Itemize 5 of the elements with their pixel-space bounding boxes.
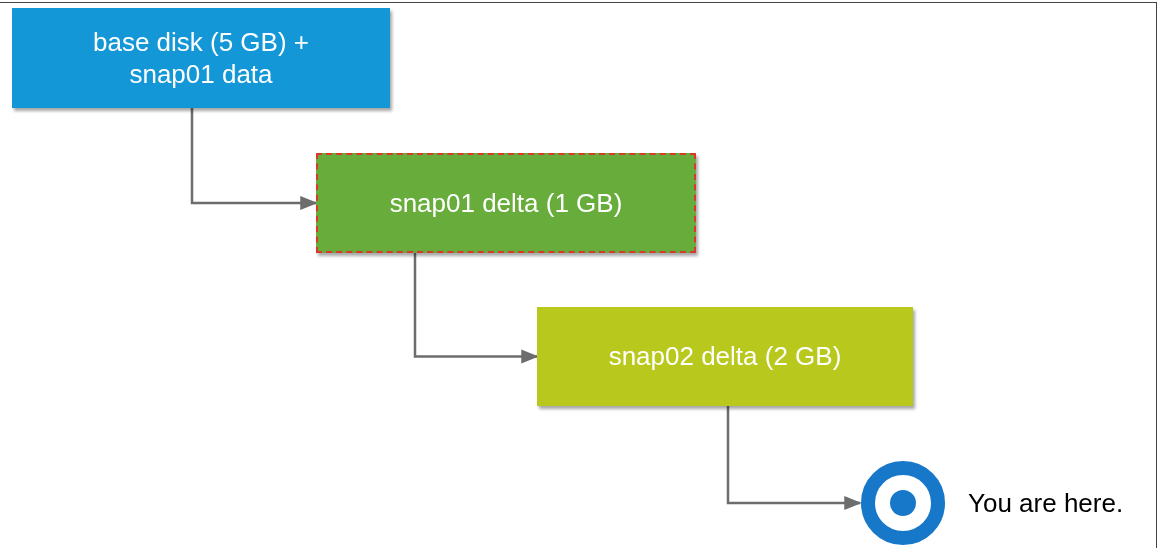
target-icon — [860, 460, 946, 546]
arrow — [413, 253, 539, 364]
arrow — [190, 108, 318, 210]
location-label: You are here. — [968, 487, 1124, 519]
arrow — [726, 406, 862, 510]
